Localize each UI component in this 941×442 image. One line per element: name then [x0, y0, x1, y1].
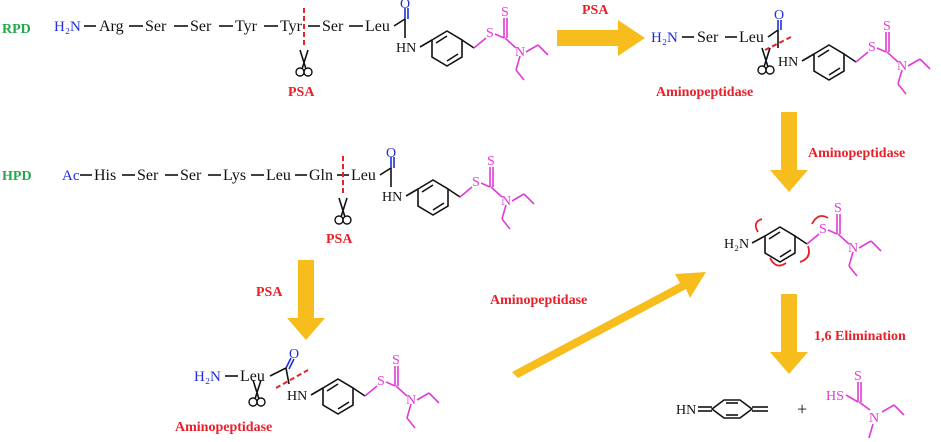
rpd-product-residue-2: Leu — [739, 29, 764, 46]
rpd-residue-7: Leu — [365, 18, 390, 35]
rpd-scissors-icon — [295, 49, 313, 77]
rpd-psa-arrow — [557, 20, 645, 56]
hpd-thio-s: S — [472, 175, 480, 190]
aminopeptidase-diagonal-arrow-label: Aminopeptidase — [490, 293, 587, 308]
rpd-product-scissors-icon — [757, 47, 775, 75]
elimination-arrow — [770, 294, 808, 374]
hpd-product-thio-s: S — [377, 374, 385, 389]
rpd-carbonyl-o: O — [400, 0, 410, 12]
rpd-product-dtc-n: N — [897, 59, 907, 74]
rpd-product-n-terminus: H₂N — [651, 30, 678, 46]
rpd-product-enzyme-label: Aminopeptidase — [656, 85, 753, 100]
hpd-residue-2: Ser — [137, 167, 159, 184]
rpd-residue-1: Arg — [99, 18, 124, 35]
hpd-psa-arrow — [287, 260, 325, 340]
dithiocarbamic-hs: HS — [826, 389, 844, 404]
hpd-product-thione-s: S — [392, 353, 400, 368]
rpd-dtc-n: N — [515, 45, 525, 60]
rpd-thione-s: S — [501, 5, 509, 20]
rpd-product-residue-1: Ser — [697, 29, 719, 46]
hpd-dtc-n: N — [501, 194, 511, 209]
amine-thio-s: S — [819, 222, 827, 237]
aminopeptidase-down-arrow — [770, 112, 808, 192]
aminopeptidase-down-arrow-label: Aminopeptidase — [808, 146, 905, 161]
hpd-residue-3: Ser — [180, 167, 202, 184]
rpd-n-terminus: H₂N — [54, 19, 81, 35]
hpd-scissors-icon — [334, 197, 352, 225]
rpd-product-carbonyl-o: O — [774, 8, 784, 23]
rpd-residue-6: Ser — [322, 18, 344, 35]
hpd-product-enzyme-label: Aminopeptidase — [175, 420, 272, 435]
quinone-methide-ring — [710, 399, 754, 419]
rpd-psa-arrow-label: PSA — [582, 3, 609, 18]
amine-thione-s: S — [834, 201, 842, 216]
hpd-n-terminus: Ac — [62, 168, 80, 184]
dithiocarbamic-n: N — [869, 411, 879, 426]
plus-sign: + — [797, 399, 807, 419]
elimination-arrow-label: 1,6 Elimination — [814, 329, 906, 344]
hpd-residue-7: Leu — [351, 167, 376, 184]
hpd-carbonyl-o: O — [386, 146, 396, 161]
hpd-label: HPD — [2, 169, 32, 184]
rpd-residue-3: Ser — [190, 18, 212, 35]
hpd-thione-s: S — [487, 154, 495, 169]
hpd-product-n-terminus: H₂N — [194, 369, 221, 385]
hpd-psa-arrow-label: PSA — [256, 285, 283, 300]
dithiocarbamic-thione-s: S — [854, 369, 862, 384]
hpd-product-amide-n: HN — [287, 389, 307, 404]
hpd-residue-5: Leu — [266, 167, 291, 184]
amine-dtc-n: N — [848, 241, 858, 256]
hpd-residue-4: Lys — [223, 167, 246, 184]
rpd-product-thio-s: S — [868, 40, 876, 55]
aminopeptidase-diagonal-arrow — [512, 272, 706, 378]
rpd-enzyme-label: PSA — [288, 85, 315, 100]
hpd-product-residue-1: Leu — [240, 368, 265, 385]
hpd-residue-1: His — [94, 167, 116, 184]
hpd-residue-6: Gln — [309, 167, 333, 184]
rpd-residue-4: Tyr — [235, 18, 258, 35]
hpd-product-dtc-n: N — [406, 393, 416, 408]
rpd-product-thione-s: S — [883, 19, 891, 34]
hpd-product-carbonyl-o: O — [289, 347, 299, 362]
rpd-residue-2: Ser — [145, 18, 167, 35]
rpd-product-cleavage-mark — [764, 35, 794, 51]
hpd-enzyme-label: PSA — [326, 232, 353, 247]
rpd-residue-5: Tyr — [280, 18, 303, 35]
rpd-amide-n: HN — [396, 41, 416, 56]
hpd-product-cleavage-mark — [275, 369, 309, 389]
imine-n: HN — [676, 403, 696, 418]
rpd-thio-s: S — [486, 26, 494, 41]
rpd-product-amide-n: HN — [778, 55, 798, 70]
amine-n-terminus: H₂N — [724, 237, 749, 252]
hpd-amide-n: HN — [382, 190, 402, 205]
rpd-label: RPD — [2, 22, 31, 37]
